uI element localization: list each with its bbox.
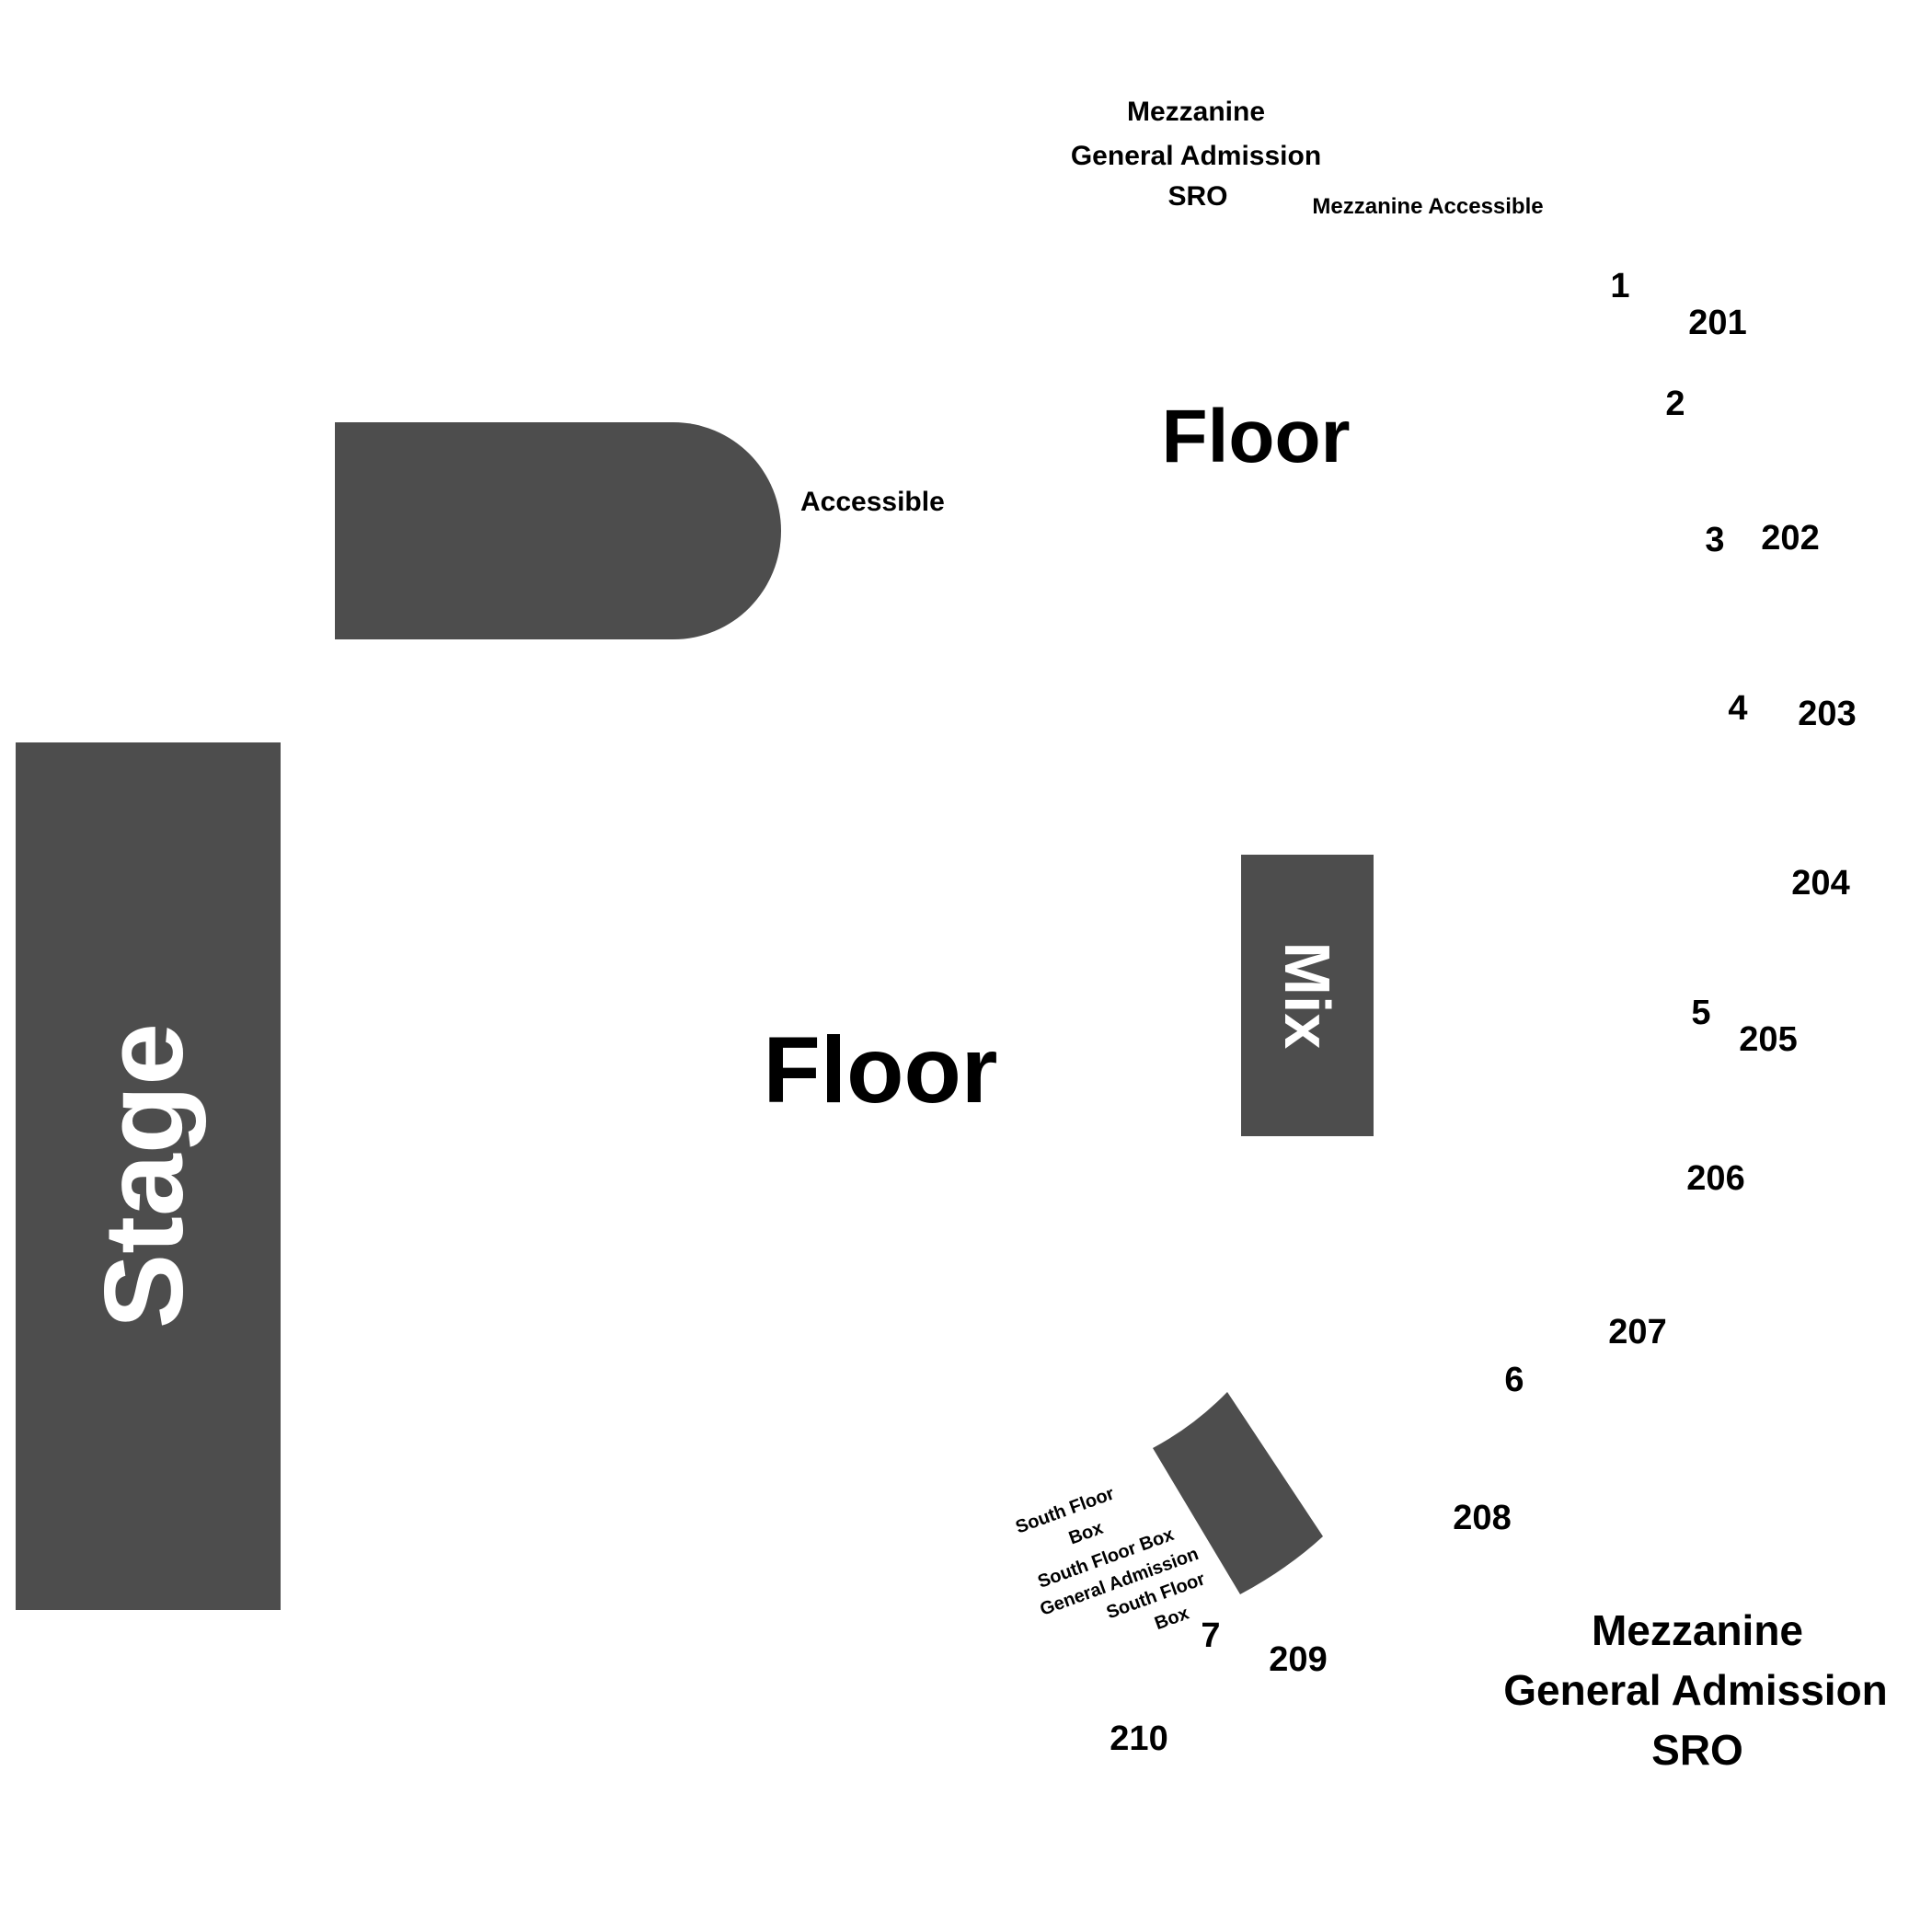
section-208[interactable]: 208 bbox=[1453, 1499, 1511, 1537]
mix-position[interactable]: Mix bbox=[1241, 855, 1374, 1136]
mezzanine-bottom-line3: SRO bbox=[1651, 1726, 1743, 1774]
box-2[interactable]: 2 bbox=[1665, 385, 1685, 423]
section-207[interactable]: 207 bbox=[1608, 1313, 1666, 1351]
box-5[interactable]: 5 bbox=[1691, 994, 1710, 1032]
section-202[interactable]: 202 bbox=[1761, 519, 1819, 558]
accessible-label: Accessible bbox=[800, 487, 945, 517]
mezzanine-top-line2: General Admission bbox=[1071, 141, 1321, 171]
section-203[interactable]: 203 bbox=[1798, 695, 1856, 733]
mezzanine-bottom[interactable]: Mezzanine General Admission SRO bbox=[1503, 1606, 1888, 1774]
section-201[interactable]: 201 bbox=[1688, 304, 1746, 342]
south-floor-box-shape[interactable] bbox=[1153, 1392, 1323, 1594]
section-204[interactable]: 204 bbox=[1791, 864, 1849, 903]
stage[interactable]: Stage bbox=[16, 742, 281, 1610]
section-209[interactable]: 209 bbox=[1269, 1640, 1327, 1679]
floor-upper-label[interactable]: Floor bbox=[1162, 395, 1351, 478]
mix-block[interactable] bbox=[1241, 855, 1374, 1136]
mix-label: Mix bbox=[1271, 942, 1343, 1050]
section-205[interactable]: 205 bbox=[1739, 1020, 1797, 1059]
mezzanine-top-line1: Mezzanine bbox=[1127, 97, 1265, 127]
floor-main-label[interactable]: Floor bbox=[764, 1018, 998, 1122]
south-floor-box-line6: Box bbox=[1152, 1604, 1191, 1635]
mezzanine-top-line3: SRO bbox=[1167, 181, 1227, 212]
box-6[interactable]: 6 bbox=[1504, 1361, 1524, 1399]
mezzanine-accessible-label[interactable]: Mezzanine Accessible bbox=[1312, 194, 1543, 219]
mezzanine-bottom-line2: General Admission bbox=[1503, 1666, 1888, 1714]
section-210[interactable]: 210 bbox=[1110, 1719, 1167, 1758]
accessible-platform[interactable]: Accessible bbox=[335, 422, 945, 639]
box-7[interactable]: 7 bbox=[1201, 1616, 1220, 1655]
box-4[interactable]: 4 bbox=[1728, 689, 1747, 728]
box-3[interactable]: 3 bbox=[1705, 521, 1724, 559]
south-floor-box[interactable]: South Floor Box South Floor Box General … bbox=[1008, 1392, 1323, 1669]
mezzanine-bottom-line1: Mezzanine bbox=[1592, 1606, 1803, 1654]
stage-block[interactable] bbox=[16, 742, 281, 1610]
section-numbers: 201 202 203 204 205 206 207 208 209 210 bbox=[1110, 304, 1856, 1758]
mezzanine-top[interactable]: Mezzanine General Admission SRO Mezzanin… bbox=[1071, 97, 1544, 219]
box-1[interactable]: 1 bbox=[1610, 267, 1629, 305]
box-numbers: 1 2 3 4 5 6 7 bbox=[1201, 267, 1747, 1655]
accessible-platform-shape[interactable] bbox=[335, 422, 781, 639]
section-206[interactable]: 206 bbox=[1686, 1159, 1744, 1198]
south-floor-box-line2: Box bbox=[1066, 1518, 1106, 1549]
stage-label: Stage bbox=[81, 1023, 206, 1328]
